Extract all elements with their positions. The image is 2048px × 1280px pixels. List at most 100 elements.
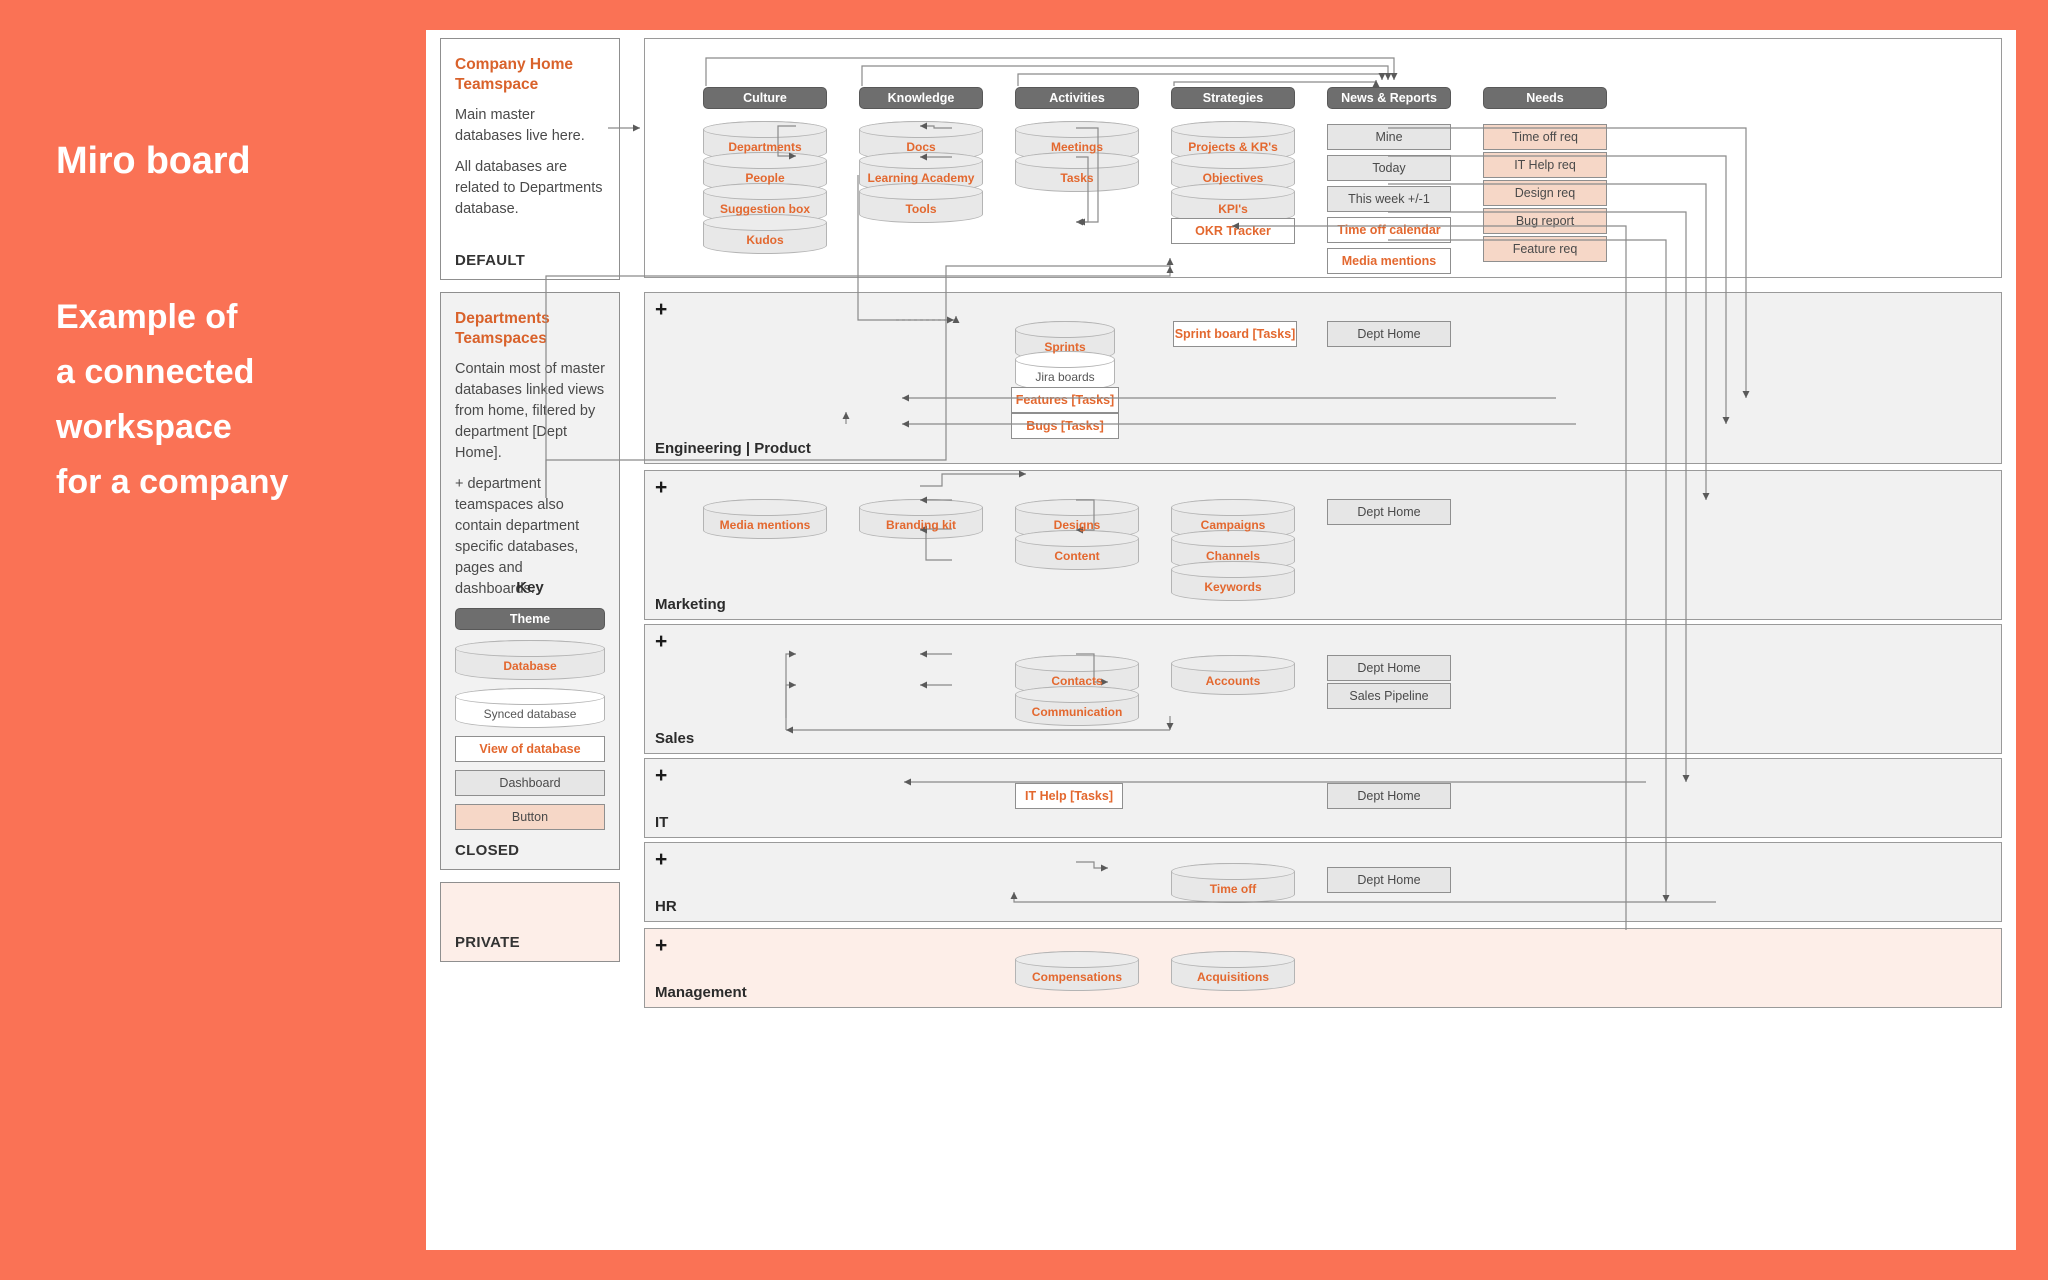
legend-view-of-database: View of database (455, 736, 605, 762)
dashboard-mine[interactable]: Mine (1327, 124, 1451, 150)
db-tools[interactable]: Tools (859, 183, 983, 223)
node-label: Docs (906, 139, 936, 154)
dashboard-dept-home-sales[interactable]: Dept Home (1327, 655, 1451, 681)
card-body: Contain most of master databases linked … (455, 360, 605, 461)
node-label: Contacts (1051, 673, 1103, 688)
db-jira-boards[interactable]: Jira boards (1015, 351, 1115, 391)
add-page-plus-icon[interactable]: + (655, 848, 668, 871)
legend-theme: Theme (441, 608, 619, 630)
section-title: IT (655, 814, 669, 831)
db-branding-kit[interactable]: Branding kit (859, 499, 983, 539)
card-private-teamspace[interactable]: PRIVATE (440, 882, 620, 962)
theme-chip-strategies[interactable]: Strategies (1171, 87, 1295, 109)
db-communication[interactable]: Communication (1015, 686, 1139, 726)
dashboard-this-week[interactable]: This week +/-1 (1327, 186, 1451, 212)
dashboard-dept-home-marketing[interactable]: Dept Home (1327, 499, 1451, 525)
legend-dashboard: Dashboard (455, 770, 605, 796)
node-label: Media mentions (719, 517, 811, 532)
section-company-home: Culture Knowledge Activities Strategies … (644, 38, 2002, 278)
add-page-plus-icon[interactable]: + (655, 934, 668, 957)
db-kudos[interactable]: Kudos (703, 214, 827, 254)
card-footer-closed: CLOSED (455, 842, 520, 859)
db-accounts[interactable]: Accounts (1171, 655, 1295, 695)
legend-synced-database: Synced database (455, 688, 605, 728)
node-label: Communication (1031, 704, 1123, 719)
view-okr-tracker[interactable]: OKR Tracker (1171, 218, 1295, 244)
card-body-2: All databases are related to Departments… (455, 158, 603, 217)
node-label: Jira boards (1035, 369, 1095, 384)
theme-chip-news-reports[interactable]: News & Reports (1327, 87, 1451, 109)
theme-chip-culture[interactable]: Culture (703, 87, 827, 109)
button-feature-req[interactable]: Feature req (1483, 236, 1607, 262)
dashboard-today[interactable]: Today (1327, 155, 1451, 181)
node-label: Accounts (1205, 673, 1261, 688)
theme-chip-activities[interactable]: Activities (1015, 87, 1139, 109)
view-bugs-tasks[interactable]: Bugs [Tasks] (1011, 413, 1119, 439)
section-sales: + Sales Contacts Communication Accounts … (644, 624, 2002, 754)
section-hr: + HR Time off Dept Home (644, 842, 2002, 922)
add-page-plus-icon[interactable]: + (655, 764, 668, 787)
node-label: Compensations (1031, 969, 1122, 984)
add-page-plus-icon[interactable]: + (655, 630, 668, 653)
view-it-help-tasks[interactable]: IT Help [Tasks] (1015, 783, 1123, 809)
section-management: + Management Compensations Acquisitions (644, 928, 2002, 1008)
node-label: Acquisitions (1196, 969, 1269, 984)
db-media-mentions-marketing[interactable]: Media mentions (703, 499, 827, 539)
dashboard-sales-pipeline[interactable]: Sales Pipeline (1327, 683, 1451, 709)
button-time-off-req[interactable]: Time off req (1483, 124, 1607, 150)
legend-synced-database-label: Synced database (483, 706, 577, 721)
node-label: Kudos (746, 232, 784, 247)
node-label: Campaigns (1200, 517, 1266, 532)
theme-chip-needs[interactable]: Needs (1483, 87, 1607, 109)
node-label: Branding kit (885, 517, 956, 532)
node-label: Objectives (1202, 170, 1264, 185)
card-footer-private: PRIVATE (455, 934, 520, 951)
add-page-plus-icon[interactable]: + (655, 298, 668, 321)
section-title: HR (655, 898, 677, 915)
node-label: People (745, 170, 785, 185)
db-kpis[interactable]: KPI's (1171, 183, 1295, 223)
button-bug-report[interactable]: Bug report (1483, 208, 1607, 234)
section-it: + IT IT Help [Tasks] Dept Home (644, 758, 2002, 838)
card-footer-default: DEFAULT (455, 252, 526, 269)
button-it-help-req[interactable]: IT Help req (1483, 152, 1607, 178)
view-features-tasks[interactable]: Features [Tasks] (1011, 387, 1119, 413)
db-compensations[interactable]: Compensations (1015, 951, 1139, 991)
section-title: Sales (655, 730, 695, 747)
page-title: Miro board (56, 140, 251, 182)
key-heading: Key (516, 579, 544, 596)
view-sprint-board-tasks[interactable]: Sprint board [Tasks] (1173, 321, 1297, 347)
dashboard-dept-home-hr[interactable]: Dept Home (1327, 867, 1451, 893)
node-label: KPI's (1218, 201, 1248, 216)
legend-theme-chip: Theme (455, 608, 605, 630)
node-label: Content (1054, 548, 1100, 563)
legend-database: Database (455, 640, 605, 680)
theme-chip-knowledge[interactable]: Knowledge (859, 87, 983, 109)
legend-button: Button (455, 804, 605, 830)
view-media-mentions[interactable]: Media mentions (1327, 248, 1451, 274)
node-label: Departments (728, 139, 802, 154)
section-marketing: + Marketing Media mentions Branding kit … (644, 470, 2002, 620)
add-page-plus-icon[interactable]: + (655, 476, 668, 499)
node-label: Meetings (1050, 139, 1103, 154)
section-title: Management (655, 984, 747, 1001)
dashboard-dept-home-engineering[interactable]: Dept Home (1327, 321, 1451, 347)
db-keywords[interactable]: Keywords (1171, 561, 1295, 601)
dashboard-dept-home-it[interactable]: Dept Home (1327, 783, 1451, 809)
db-time-off[interactable]: Time off (1171, 863, 1295, 903)
db-content[interactable]: Content (1015, 530, 1139, 570)
db-tasks[interactable]: Tasks (1015, 152, 1139, 192)
view-time-off-calendar[interactable]: Time off calendar (1327, 217, 1451, 243)
db-acquisitions[interactable]: Acquisitions (1171, 951, 1295, 991)
section-engineering-product: + Engineering | Product Sprints Jira boa… (644, 292, 2002, 464)
node-label: Tasks (1060, 170, 1094, 185)
node-label: Designs (1053, 517, 1101, 532)
button-design-req[interactable]: Design req (1483, 180, 1607, 206)
